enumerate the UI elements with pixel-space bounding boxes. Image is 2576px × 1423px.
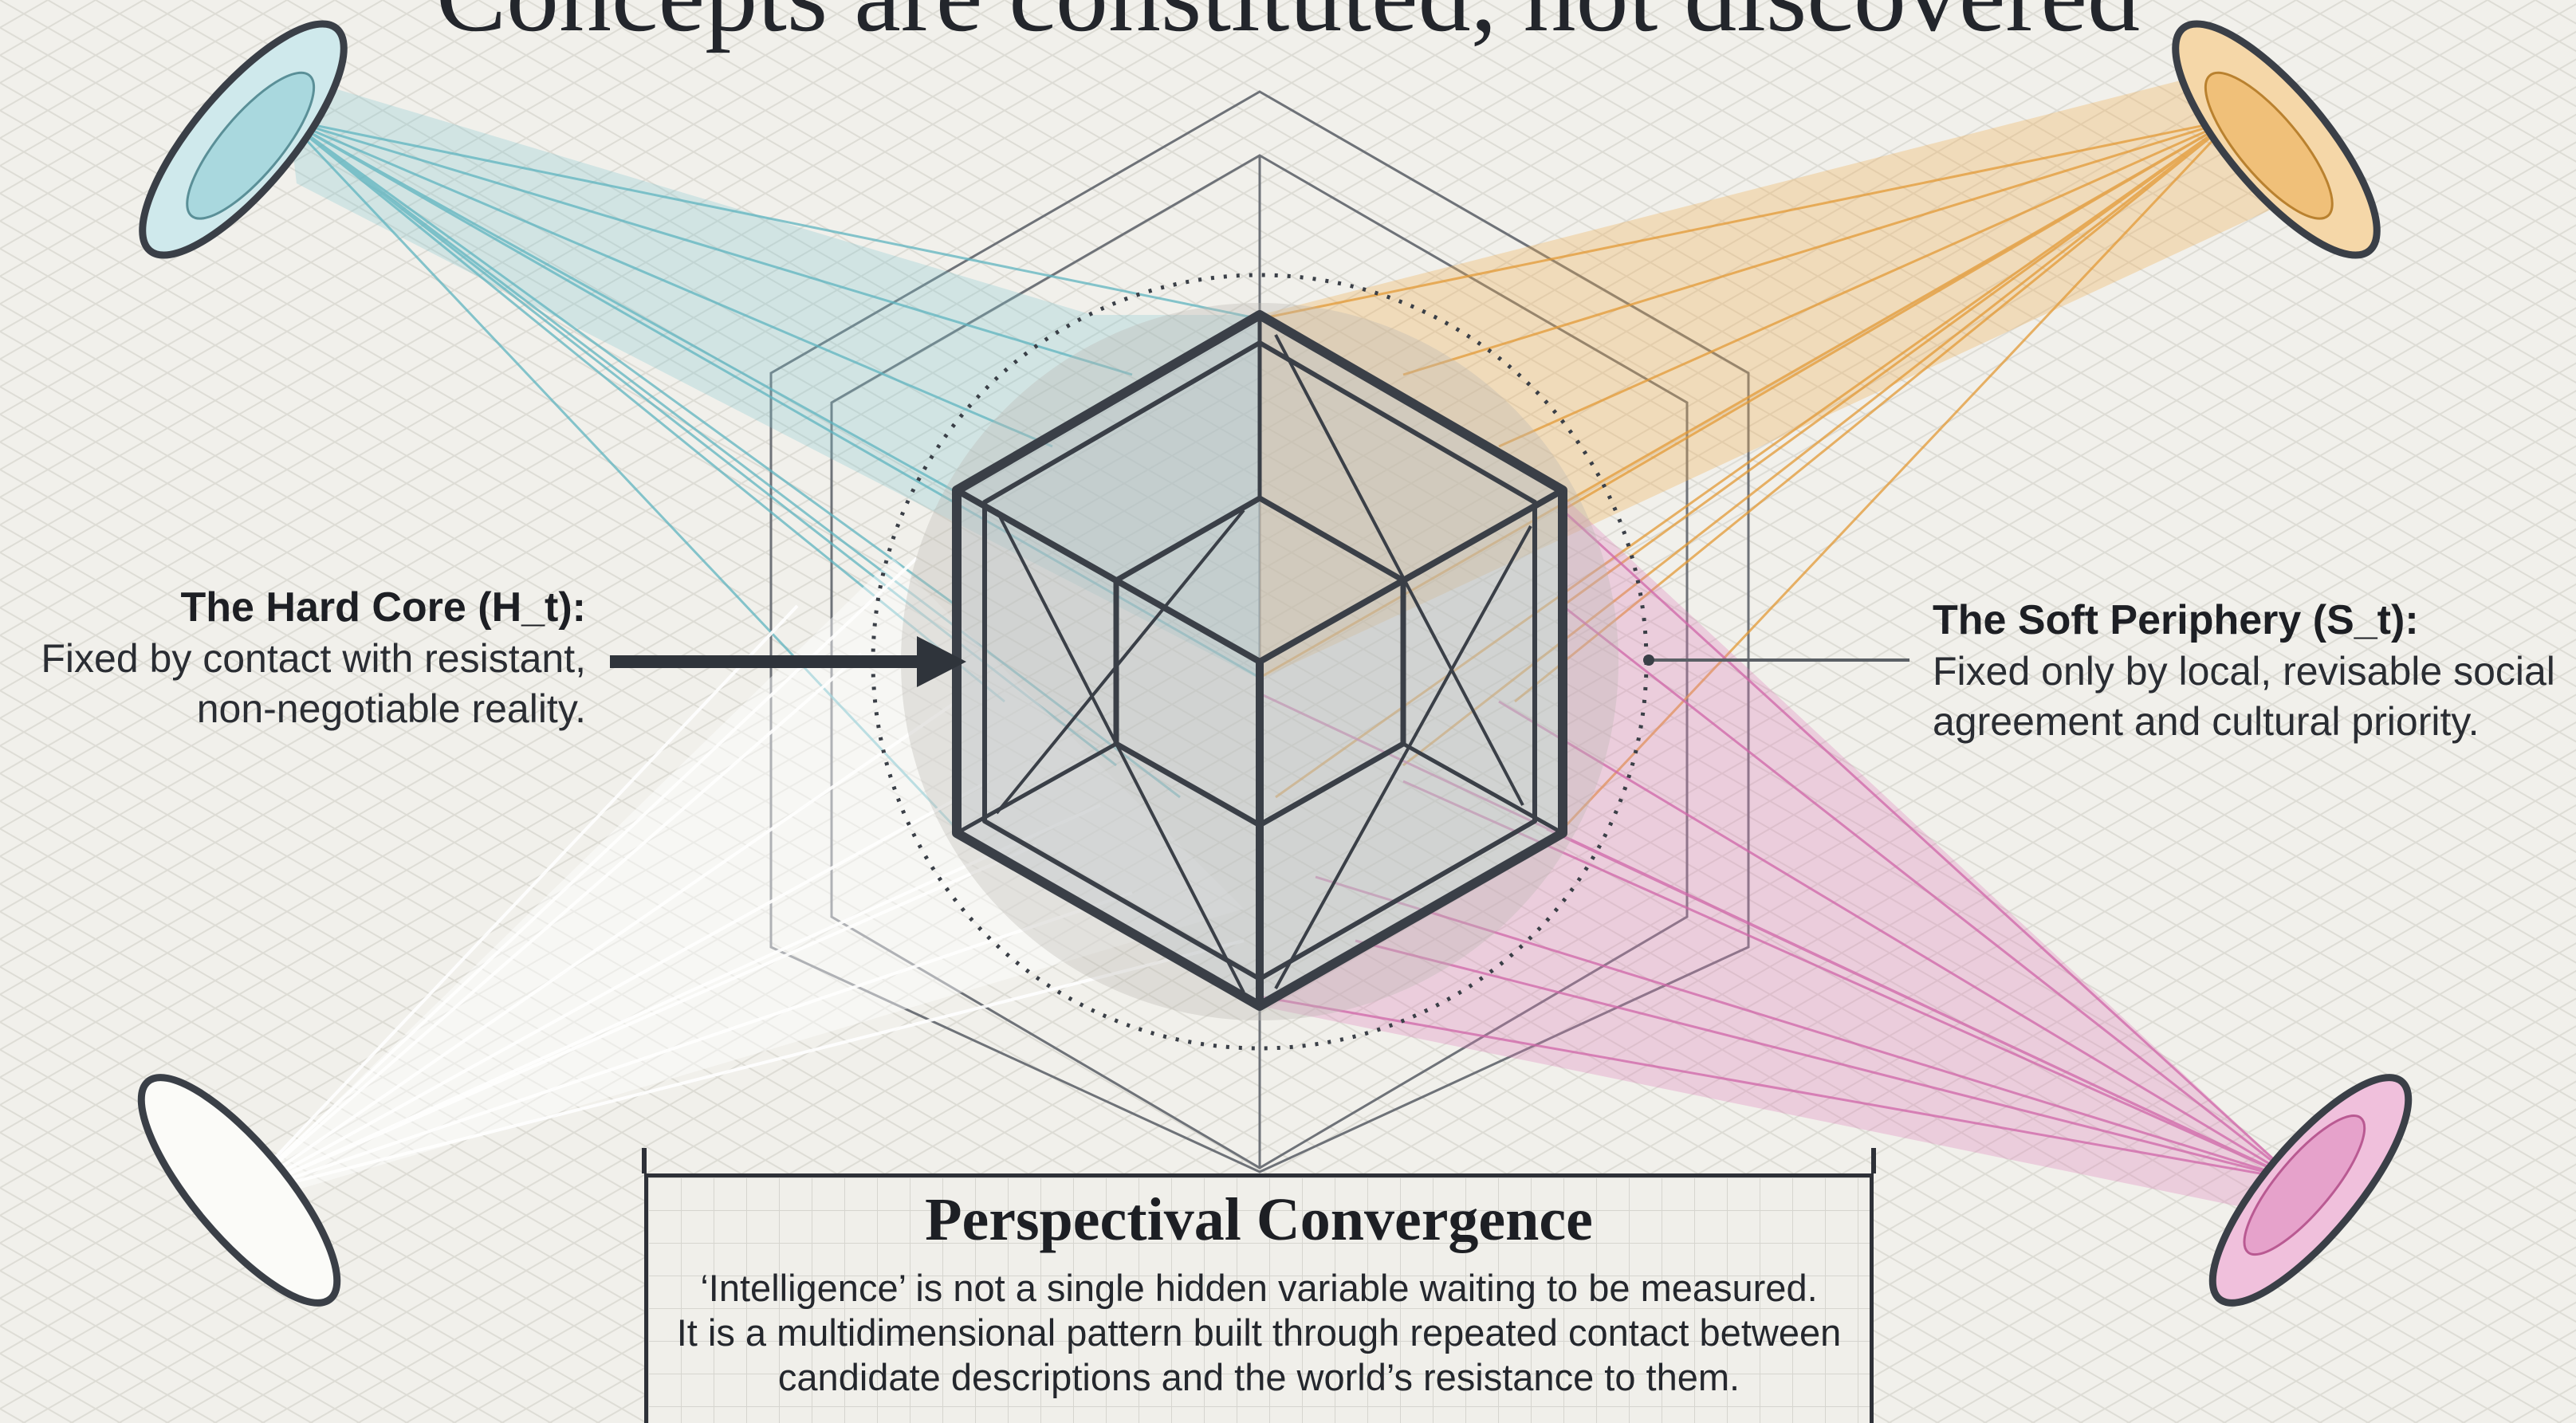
convergence-box: Perspectival Convergence ‘Intelligence’ … — [644, 1173, 1874, 1423]
white-ray — [238, 604, 799, 1197]
white-ray — [238, 652, 863, 1197]
pink-beam — [1259, 496, 2304, 1220]
hard-core-line-2: non-negotiable reality. — [196, 686, 586, 731]
orange-beam — [1259, 73, 2296, 831]
teal-ray — [286, 118, 1260, 679]
white-ray — [238, 780, 989, 1197]
pink-lens-icon — [2208, 1074, 2413, 1307]
teal-beam — [284, 73, 1260, 831]
white-ray — [238, 700, 958, 1197]
teal-ray — [286, 118, 1181, 799]
teal-ray — [286, 118, 958, 607]
soft-periphery-line-1: Fixed only by local, revisable social — [1933, 649, 2555, 694]
orange-lens-icon — [2172, 20, 2381, 259]
arrow-icon — [610, 636, 966, 687]
page-title: Concepts are constituted, not discovered — [0, 0, 2576, 48]
orange-ray — [1498, 118, 2233, 448]
soft-periphery-heading: The Soft Periphery (S_t): — [1933, 597, 2419, 643]
teal-lens-icon — [139, 20, 348, 259]
teal-ray — [286, 118, 1005, 703]
white-ray — [238, 804, 1101, 1197]
convergence-line-1: ‘Intelligence’ is not a single hidden va… — [700, 1267, 1818, 1309]
teal-ray — [286, 118, 1133, 376]
orange-ray — [1562, 118, 2233, 607]
pink-ray — [1402, 780, 2297, 1181]
soft-pointer — [1643, 655, 1909, 666]
convergence-text: ‘Intelligence’ is not a single hidden va… — [648, 1266, 1870, 1400]
teal-ray — [286, 118, 1117, 767]
cube-icon — [952, 310, 1567, 1011]
white-lens-icon — [137, 1074, 341, 1307]
hard-core-line-1: Fixed by contact with resistant, — [41, 636, 586, 681]
white-ray — [238, 843, 1037, 1197]
pink-ray — [1355, 939, 2297, 1181]
pink-ray — [1561, 509, 2298, 1181]
box-corner-ticks — [642, 1148, 1876, 1173]
convergence-title: Perspectival Convergence — [925, 1186, 1593, 1253]
soft-periphery-line-2: agreement and cultural priority. — [1933, 698, 2480, 744]
orange-ray — [1561, 118, 2234, 831]
white-ray — [238, 891, 1133, 1197]
pink-ray — [1259, 995, 2297, 1181]
hard-core-heading: The Hard Core (H_t): — [180, 584, 586, 631]
convergence-line-3: candidate descriptions and the world’s r… — [777, 1356, 1740, 1398]
pink-ray — [1259, 692, 2297, 1181]
pink-ray — [1498, 700, 2297, 1181]
orange-ray — [1259, 118, 2233, 320]
orange-ray — [1402, 118, 2233, 767]
teal-ray — [286, 118, 1053, 448]
teal-ray — [286, 118, 1260, 320]
soft-periphery-label: The Soft Periphery (S_t): Fixed only by … — [1933, 595, 2555, 746]
pink-ray — [1562, 604, 2297, 1181]
hard-core-label: The Hard Core (H_t): Fixed by contact wi… — [41, 582, 586, 733]
orange-ray — [1514, 118, 2233, 703]
orange-ray — [1275, 118, 2233, 799]
teal-ray — [285, 118, 958, 831]
orange-ray — [1402, 118, 2233, 376]
orange-ray — [1259, 118, 2233, 679]
teal-ray — [286, 118, 989, 512]
pink-ray — [1315, 875, 2297, 1181]
white-ray — [238, 939, 1245, 1197]
convergence-line-2: It is a multidimensional pattern built t… — [676, 1311, 1842, 1354]
